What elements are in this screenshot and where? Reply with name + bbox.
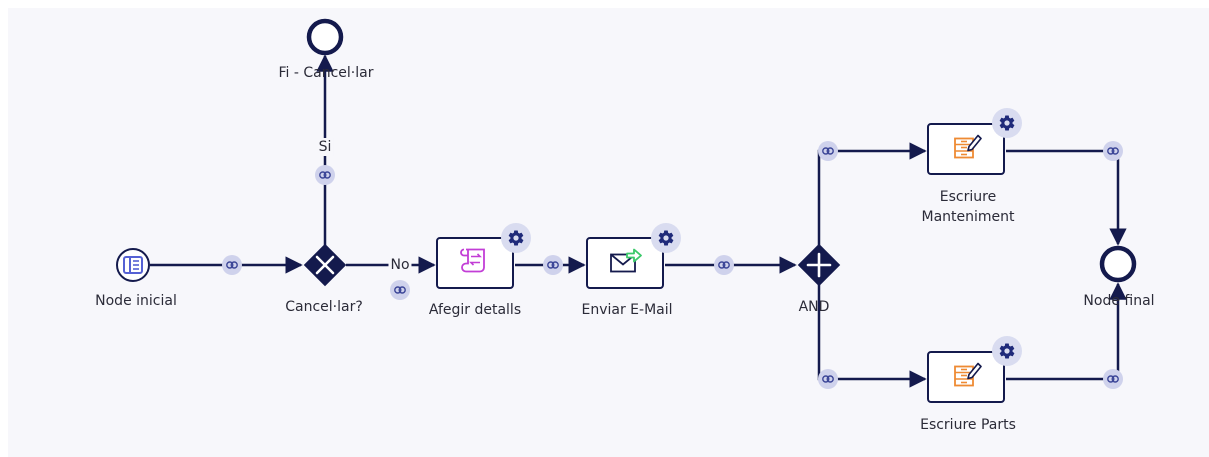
- label-end-node: Node final: [1083, 293, 1155, 309]
- plus-icon: [806, 252, 832, 278]
- edge-label-no: No: [388, 256, 412, 274]
- task-afegir-detalls[interactable]: [436, 237, 514, 289]
- send-mail-icon: [607, 246, 643, 281]
- gateway-cancel[interactable]: [303, 243, 347, 287]
- link-icon[interactable]: [543, 255, 563, 275]
- write-cabinet-icon: [950, 360, 982, 395]
- scroll-icon: [459, 246, 491, 281]
- label-task-manteniment-line1: Escriure: [939, 189, 997, 205]
- label-gateway-and: AND: [798, 299, 830, 315]
- edge-and-to-manteniment[interactable]: [817, 142, 927, 245]
- label-task-email: Enviar E-Mail: [581, 302, 673, 318]
- link-icon[interactable]: [1103, 141, 1123, 161]
- process-canvas: Si No Node inicial Cancel·lar? Fi - Canc…: [8, 8, 1209, 457]
- gear-icon[interactable]: [992, 336, 1022, 366]
- x-icon: [315, 255, 335, 275]
- edge-label-yes: Si: [316, 138, 334, 156]
- gear-icon[interactable]: [651, 223, 681, 253]
- end-node[interactable]: [1099, 245, 1137, 283]
- edge-manteniment-to-end[interactable]: [1006, 149, 1127, 246]
- label-task-manteniment-line2: Manteniment: [921, 209, 1015, 225]
- link-icon[interactable]: [1103, 369, 1123, 389]
- task-escriure-parts[interactable]: [927, 351, 1005, 403]
- write-cabinet-icon: [950, 132, 982, 167]
- label-task-details: Afegir detalls: [428, 302, 522, 318]
- gear-icon[interactable]: [501, 223, 531, 253]
- form-icon: [123, 256, 143, 274]
- gear-icon[interactable]: [992, 108, 1022, 138]
- label-task-parts: Escriure Parts: [920, 417, 1016, 433]
- link-icon[interactable]: [818, 369, 838, 389]
- link-icon[interactable]: [390, 280, 410, 300]
- label-gateway-cancel: Cancel·lar?: [285, 299, 363, 315]
- link-icon[interactable]: [714, 255, 734, 275]
- label-start-node: Node inicial: [95, 293, 177, 309]
- start-node[interactable]: [116, 248, 150, 282]
- link-icon[interactable]: [818, 141, 838, 161]
- flow-connections: [116, 18, 1137, 388]
- link-icon[interactable]: [315, 165, 335, 185]
- task-enviar-email[interactable]: [586, 237, 664, 289]
- edge-and-to-parts[interactable]: [817, 285, 927, 388]
- task-escriure-manteniment[interactable]: [927, 123, 1005, 175]
- end-cancel-node[interactable]: [306, 18, 344, 56]
- gateway-and[interactable]: [797, 243, 841, 287]
- label-end-cancel: Fi - Cancel·lar: [278, 65, 374, 81]
- link-icon[interactable]: [222, 255, 242, 275]
